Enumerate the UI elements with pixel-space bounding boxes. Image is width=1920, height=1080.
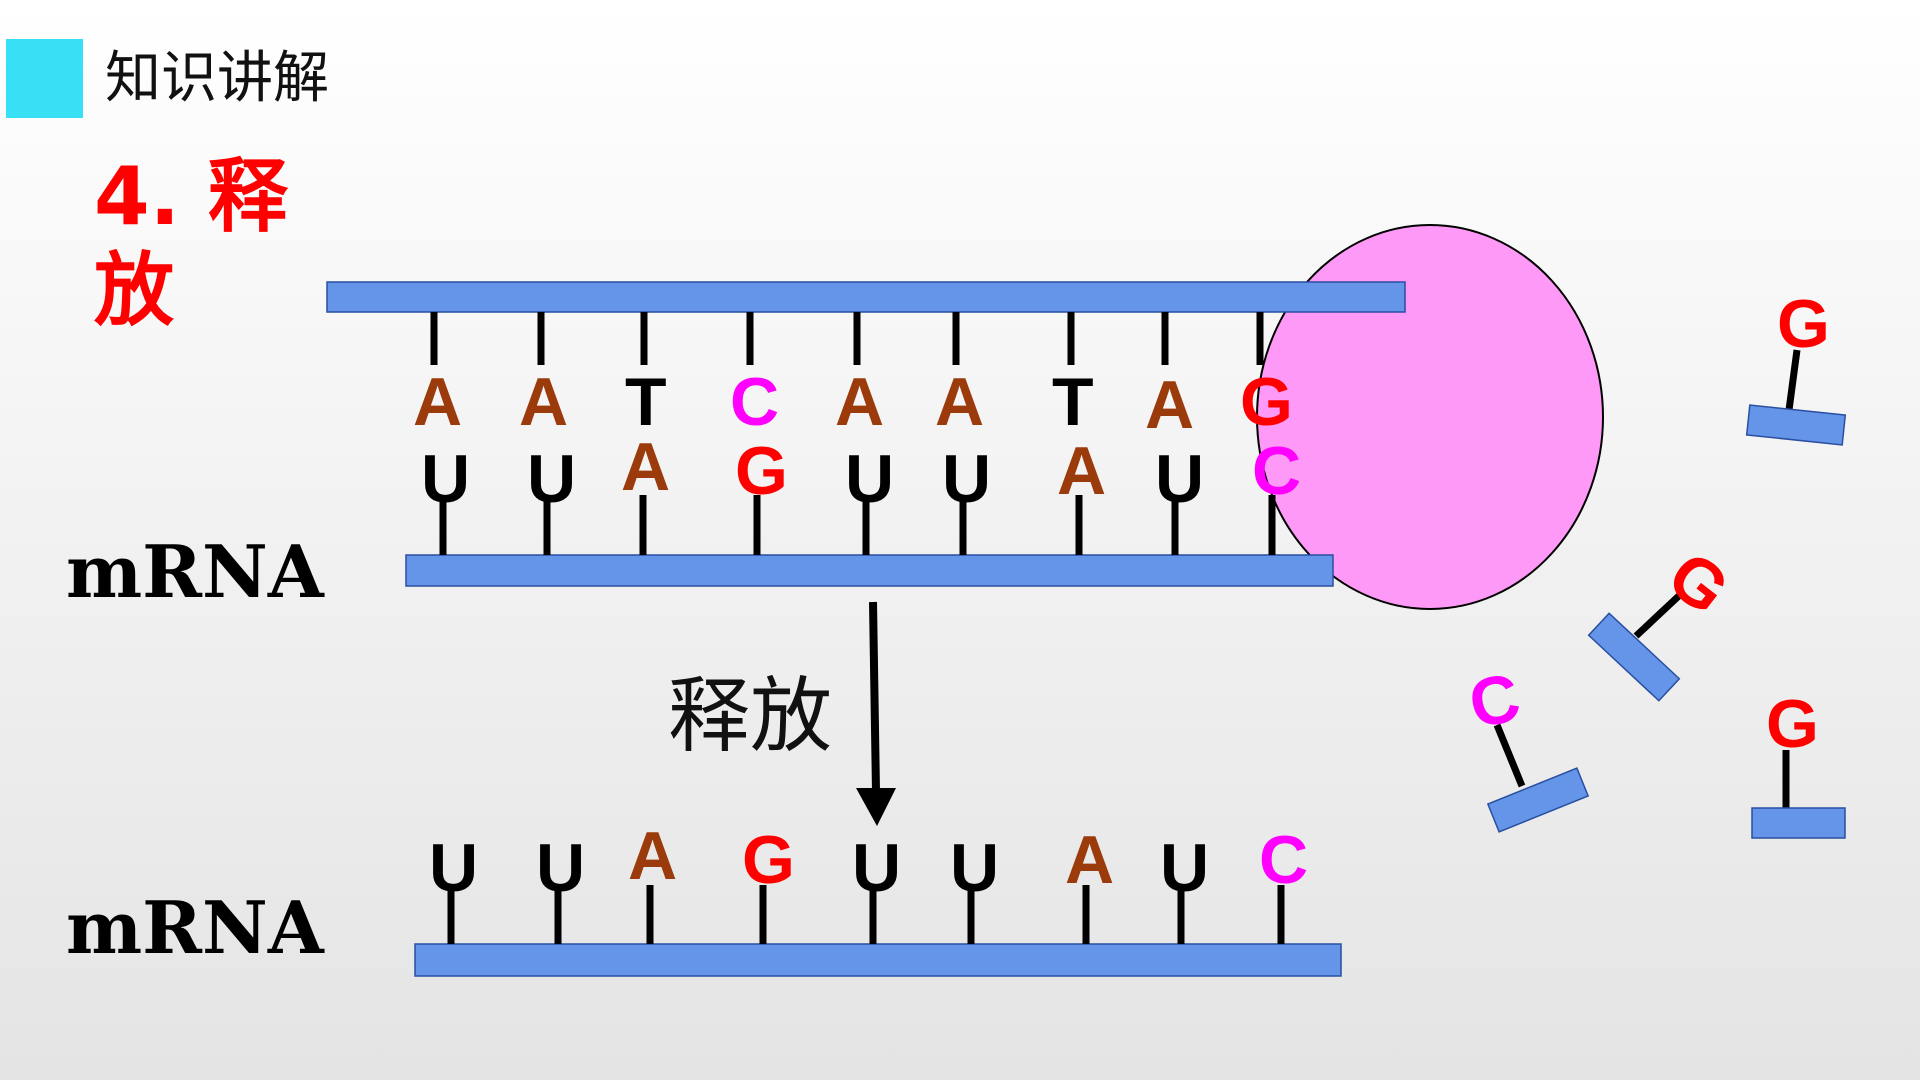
mrna-bound-stems [439, 495, 1276, 555]
mrna-released-stems [447, 885, 1285, 944]
mrna-released-base: U [536, 830, 586, 906]
mrna-bound-base: U [845, 441, 895, 517]
free-nucleotide-letter: G [1777, 286, 1830, 362]
mrna-released-base: U [429, 830, 479, 906]
dna-base: G [1240, 364, 1293, 440]
mrna-bound-base: U [421, 441, 471, 517]
mrna-label-bound: mRNA [66, 529, 324, 614]
dna-base: T [1052, 364, 1094, 440]
dna-stems [430, 312, 1264, 365]
dna-base: C [730, 364, 780, 440]
mrna-released-base: A [1065, 822, 1115, 898]
mrna-bound-base: U [942, 441, 992, 517]
mrna-bound-base: A [1057, 433, 1107, 509]
header-accent-square [6, 39, 83, 118]
dna-base: A [835, 364, 885, 440]
free-nucleotide-base [1745, 404, 1847, 446]
mrna-bound-base: G [735, 433, 788, 509]
mrna-label-released: mRNA [66, 885, 324, 970]
mrna-bound-strand [405, 554, 1334, 587]
mrna-released-base: U [852, 830, 902, 906]
free-nucleotide-base [1587, 612, 1681, 702]
dna-base: A [1145, 367, 1195, 443]
ribosome [1256, 224, 1604, 610]
release-arrow-head [856, 788, 896, 826]
free-nucleotide-stem [1493, 723, 1526, 788]
mrna-released-base: C [1259, 822, 1309, 898]
header-title: 知识讲解 [105, 46, 329, 111]
free-nucleotide-stem [1785, 349, 1801, 411]
free-nucleotide-stem [1633, 589, 1686, 639]
mrna-bound-base: C [1252, 433, 1302, 509]
dna-base: A [413, 364, 463, 440]
dna-base: A [519, 364, 569, 440]
dna-template-strand [326, 281, 1406, 313]
mrna-released-base: U [1160, 830, 1210, 906]
dna-base: T [625, 364, 667, 440]
free-nucleotide-base [1751, 807, 1846, 839]
step-title: 4. 释放 [94, 150, 288, 337]
mrna-released-base: G [742, 822, 795, 898]
mrna-released-base: U [950, 830, 1000, 906]
free-nucleotide-stems [1493, 349, 1801, 810]
dna-base: A [935, 364, 985, 440]
mrna-bound-base: A [621, 429, 671, 505]
mrna-bound-base: U [527, 441, 577, 517]
free-nucleotide-letter: G [1766, 686, 1819, 762]
mrna-released-strand [414, 943, 1342, 977]
release-label: 释放 [668, 669, 833, 764]
free-nucleotide-base [1486, 767, 1590, 833]
mrna-released-base: A [628, 818, 678, 894]
release-arrow-shaft [869, 601, 880, 793]
mrna-bound-base: U [1155, 441, 1205, 517]
